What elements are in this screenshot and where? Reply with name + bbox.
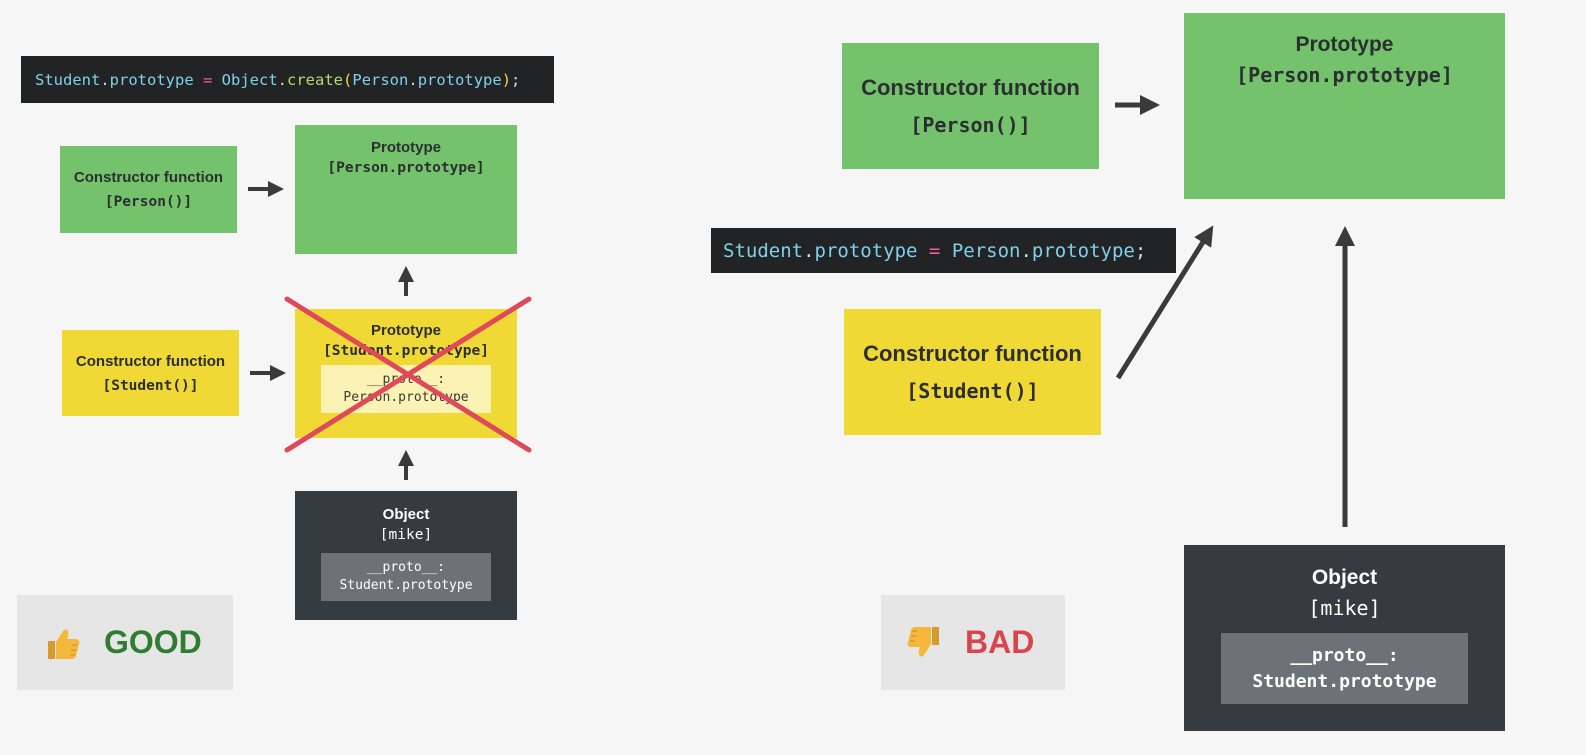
- code-token: create: [287, 70, 344, 89]
- code-token: =: [193, 70, 222, 89]
- proto-link-box: __proto__: Student.prototype: [1221, 633, 1468, 704]
- code-token: .: [1020, 239, 1032, 262]
- good-verdict-badge: GOOD: [17, 595, 233, 690]
- bad-verdict-badge: BAD: [881, 595, 1065, 690]
- code-token: .: [408, 70, 418, 89]
- bad-person-constructor-box: Constructor function [Person()]: [842, 43, 1099, 169]
- box-name: [mike]: [379, 527, 433, 543]
- box-title: Constructor function: [863, 341, 1082, 366]
- box-name: [mike]: [1308, 596, 1381, 620]
- proto-value: Student.prototype: [1252, 670, 1437, 692]
- code-token: prototype: [109, 70, 194, 89]
- proto-label: __proto__:: [366, 560, 446, 575]
- good-object-box: Object [mike] __proto__: Student.prototy…: [295, 491, 517, 620]
- box-name: [Student()]: [906, 379, 1039, 403]
- proto-label: __proto__:: [1290, 644, 1399, 666]
- box-title: Prototype: [1295, 33, 1394, 56]
- box-title: Constructor function: [75, 352, 226, 370]
- code-token: Person: [352, 70, 409, 89]
- code-token: ): [501, 70, 512, 89]
- box-name: [Person.prototype]: [327, 160, 485, 176]
- box-title: Prototype: [370, 322, 441, 339]
- code-token: .: [277, 70, 288, 89]
- good-student-constructor-box: Constructor function [Student()]: [62, 330, 239, 416]
- code-token: ;: [511, 70, 521, 89]
- box-title: Constructor function: [73, 169, 224, 186]
- bad-student-constructor-box: Constructor function [Student()]: [844, 309, 1101, 435]
- box-name: [Person.prototype]: [1236, 63, 1453, 87]
- verdict-label: BAD: [965, 624, 1035, 660]
- box-title: Prototype: [370, 139, 441, 156]
- verdict-label: GOOD: [104, 624, 202, 660]
- code-token: ;: [1134, 239, 1147, 262]
- code-snippet-bad: Student.prototype = Person.prototype;: [711, 228, 1176, 273]
- arrow-bad-student-constructor-to-person-prototype: [1115, 225, 1214, 380]
- code-token: (: [343, 70, 353, 89]
- code-token: =: [917, 239, 952, 262]
- code-token: prototype: [1031, 239, 1135, 262]
- code-token: prototype: [417, 70, 502, 89]
- code-token: Person: [951, 239, 1021, 262]
- box-name: [Student()]: [102, 377, 199, 394]
- bad-person-prototype-box: Prototype [Person.prototype]: [1184, 13, 1505, 199]
- thumbs-down-icon: [907, 626, 939, 656]
- code-snippet-good: Student.prototype = Object.create(Person…: [21, 56, 554, 103]
- code-token: Student: [35, 70, 101, 89]
- code-token: Object: [221, 70, 278, 89]
- proto-value: Student.prototype: [339, 578, 473, 593]
- thumbs-up-icon: [48, 629, 80, 659]
- code-token: prototype: [814, 239, 918, 262]
- proto-link-box: __proto__: Student.prototype: [321, 553, 491, 601]
- box-title: Constructor function: [861, 75, 1080, 100]
- good-person-constructor-box: Constructor function [Person()]: [60, 146, 237, 233]
- code-token: Student: [723, 239, 804, 262]
- code-token: .: [100, 70, 110, 89]
- box-title: Object: [382, 506, 430, 523]
- code-token: .: [803, 239, 815, 262]
- cross-out-mark: [284, 296, 532, 453]
- bad-object-box: Object [mike] __proto__: Student.prototy…: [1184, 545, 1505, 731]
- box-name: [Person()]: [104, 194, 193, 210]
- box-title: Object: [1311, 566, 1378, 589]
- good-person-prototype-box: Prototype [Person.prototype]: [295, 125, 517, 254]
- box-name: [Person()]: [910, 113, 1031, 137]
